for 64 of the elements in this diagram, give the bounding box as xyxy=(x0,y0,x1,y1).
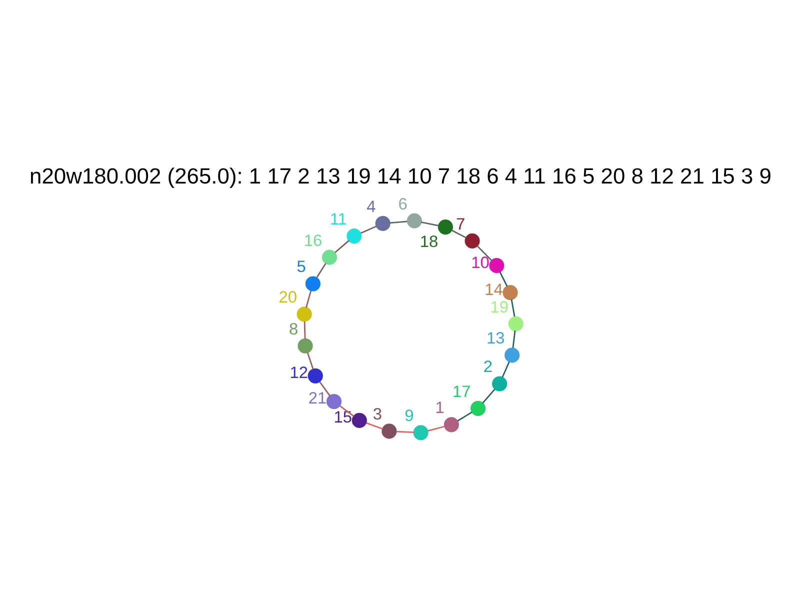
node-circle xyxy=(443,417,458,432)
connector xyxy=(510,299,515,317)
connector xyxy=(339,405,354,417)
node-circle xyxy=(470,400,486,416)
node-circle xyxy=(296,306,312,322)
node-label: 20 xyxy=(278,288,297,307)
node-circle xyxy=(297,338,312,354)
connector xyxy=(498,272,508,287)
node-label: 19 xyxy=(490,298,508,316)
node-circle xyxy=(412,425,428,440)
node-label: 11 xyxy=(329,210,346,229)
node-label: 9 xyxy=(404,407,414,426)
node-label: 13 xyxy=(486,330,504,348)
node-circle xyxy=(406,213,422,228)
node-circle xyxy=(437,220,452,235)
connector xyxy=(512,330,516,348)
node-circle xyxy=(492,376,507,392)
node-circle xyxy=(351,412,366,428)
node-label: 1 xyxy=(434,399,444,418)
node-circle xyxy=(508,316,523,332)
connector xyxy=(389,220,407,224)
node-circle xyxy=(381,424,396,439)
diagram-title: n20w180.002 (265.0): 1 17 2 13 19 14 10 7 18 6 4 11 16 5 20 8 12 21 15 3 9 xyxy=(29,164,771,189)
connector xyxy=(303,322,306,339)
node-circle xyxy=(326,394,342,410)
connector xyxy=(420,221,438,226)
connector xyxy=(482,388,495,404)
node-circle xyxy=(374,216,390,232)
node-label: 21 xyxy=(308,390,326,408)
node-label: 6 xyxy=(398,195,407,214)
node-label: 4 xyxy=(366,198,376,216)
connector xyxy=(334,240,349,254)
node-label: 15 xyxy=(333,408,352,427)
node-circle xyxy=(504,348,520,363)
node-label: 10 xyxy=(470,254,489,272)
node-circle xyxy=(502,285,518,300)
node-label: 12 xyxy=(289,364,308,382)
node-circle xyxy=(464,233,480,248)
node-label: 18 xyxy=(419,233,438,252)
node-label: 2 xyxy=(482,358,492,376)
connector xyxy=(476,245,492,261)
connector xyxy=(316,263,326,278)
node-label: 5 xyxy=(296,258,306,276)
connector xyxy=(427,426,444,432)
node-circle xyxy=(346,228,362,244)
connector xyxy=(306,352,314,370)
node-label: 14 xyxy=(484,280,502,299)
connector xyxy=(360,226,376,234)
node-label: 16 xyxy=(303,232,322,250)
node-label: 17 xyxy=(452,382,470,401)
connector xyxy=(318,381,330,396)
node-circle xyxy=(307,368,322,384)
node-label: 8 xyxy=(288,320,298,338)
node-label: 7 xyxy=(456,215,465,234)
connector xyxy=(501,362,510,378)
connector xyxy=(450,230,466,238)
connector xyxy=(396,430,414,434)
connector xyxy=(366,422,382,430)
connector xyxy=(456,412,472,422)
node-circle xyxy=(321,250,337,265)
node-label: 3 xyxy=(372,406,382,424)
connector xyxy=(305,290,312,308)
node-circle xyxy=(488,258,504,274)
node-circle xyxy=(304,276,320,292)
